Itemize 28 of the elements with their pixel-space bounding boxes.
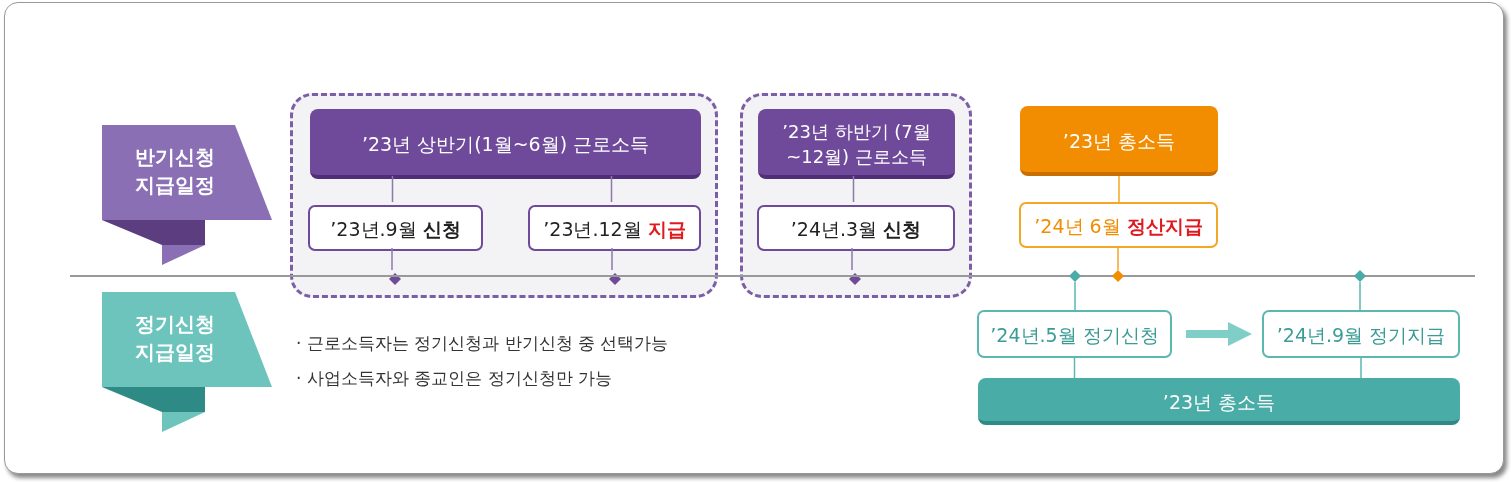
date-box: ’24년.5월 정기신청 <box>977 310 1172 358</box>
timeline-marker <box>1354 270 1366 282</box>
timeline-marker <box>1069 270 1081 282</box>
timeline-marker <box>849 273 861 285</box>
note-text: · 사업소득자와 종교인은 정기신청만 가능 <box>296 367 613 390</box>
period-bar: ’23년 총소득 <box>978 378 1460 425</box>
dashed-group-frame <box>740 93 972 298</box>
ribbon-label: 반기신청 지급일정 <box>133 144 216 199</box>
connector-line <box>1360 357 1362 379</box>
connector-line <box>1359 281 1361 311</box>
period-box: ’23년 하반기 (7월~12월) 근로소득 <box>758 109 955 179</box>
timeline-marker <box>609 273 621 285</box>
ribbon-label: 정기신청 지급일정 <box>133 311 216 366</box>
date-box: ’24년.3월 신청 <box>757 205 955 251</box>
timeline-marker <box>389 273 401 285</box>
date-box: ’23년.9월 신청 <box>308 205 483 251</box>
connector-line <box>1118 175 1120 203</box>
connector-line <box>1073 357 1076 379</box>
date-box: ’24년 6월 정산지급 <box>1019 202 1218 248</box>
period-box: ’23년 상반기(1월~6월) 근로소득 <box>310 109 701 179</box>
date-box: ’23년.12월 지급 <box>528 205 701 251</box>
connector-line <box>1117 247 1119 271</box>
dashed-group-frame <box>290 93 718 298</box>
date-box: ’24년.9월 정기지급 <box>1262 310 1460 358</box>
period-box: ’23년 총소득 <box>1020 106 1218 176</box>
connector-line <box>1074 281 1076 311</box>
timeline-marker <box>1112 270 1124 282</box>
note-text: · 근로소득자는 정기신청과 반기신청 중 선택가능 <box>296 332 669 355</box>
